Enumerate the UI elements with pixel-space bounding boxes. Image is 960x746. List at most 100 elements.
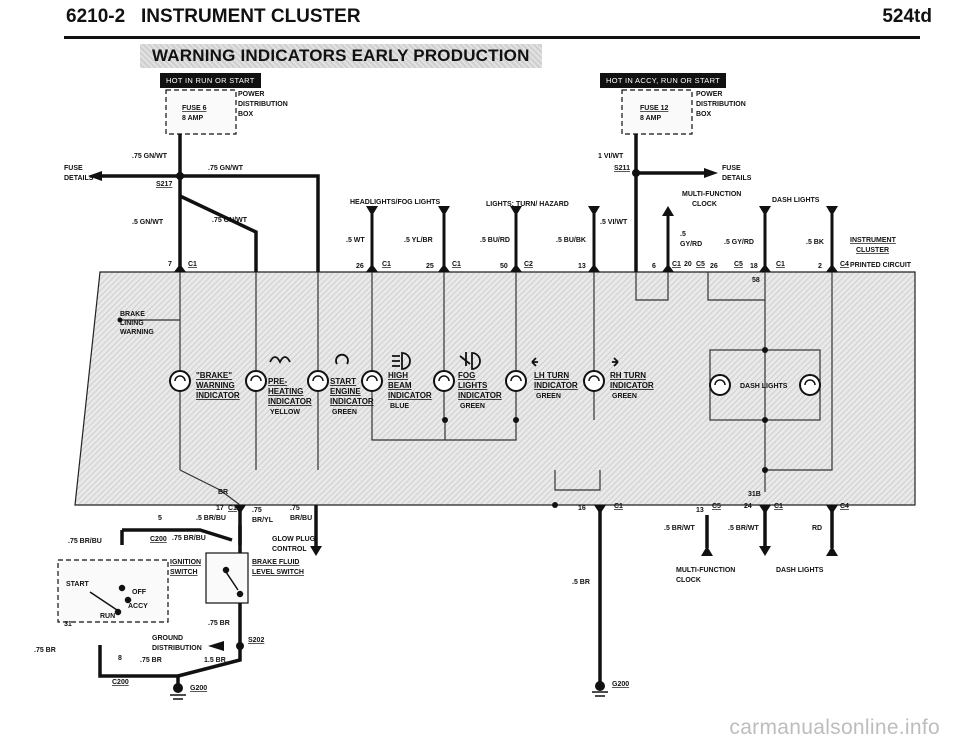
section-number: 6210-2 — [66, 6, 126, 27]
pin-16: 16 — [578, 505, 586, 512]
ign-run: RUN — [100, 613, 115, 620]
rh-turn-color: GREEN — [612, 393, 637, 400]
brake-warn-2: WARNING — [196, 381, 235, 390]
printed-circuit-label: PRINTED CIRCUIT — [850, 262, 912, 269]
ground-dist-2: DISTRIBUTION — [152, 645, 202, 652]
wire-brbu: BR/BU — [290, 515, 312, 522]
ground-dist-1: GROUND — [152, 635, 183, 642]
pin-c5-b: C5 — [734, 261, 743, 268]
dash-lights-label-top: DASH LIGHTS — [772, 197, 820, 204]
lh-turn-1: LH TURN — [534, 371, 569, 380]
fuse-6-label: FUSE 6 — [182, 105, 207, 112]
ign-pin-31: 31 — [64, 621, 72, 628]
splice-s211-label: S211 — [614, 165, 630, 172]
wire-brylw: BR/YL — [252, 517, 274, 524]
glow-plug-2: CONTROL — [272, 546, 307, 553]
ignition-switch-box — [57, 559, 169, 623]
box-label-right: BOX — [696, 111, 712, 118]
pin-18: 18 — [750, 263, 758, 270]
wire-burd: .5 BU/RD — [480, 237, 510, 244]
top-feed-wires — [370, 214, 834, 272]
wire-brwt-1: .5 BR/WT — [664, 525, 695, 532]
wire-brbu-c200: .75 BR/BU — [172, 535, 206, 542]
c200-label: C200 — [150, 536, 167, 543]
wire-br-15: 1.5 BR — [204, 657, 226, 664]
diagram-banner: WARNING INDICATORS EARLY PRODUCTION — [140, 44, 542, 68]
instrument-label: INSTRUMENT — [850, 237, 897, 244]
brake-warn-3: INDICATOR — [196, 391, 240, 400]
fog-lights-1: FOG — [458, 371, 475, 380]
high-beam-symbol-icon — [392, 352, 411, 370]
ignition-2: SWITCH — [170, 569, 198, 576]
wire-gyrd-2: .5 GY/RD — [724, 239, 754, 246]
mfc-label-top-2: CLOCK — [692, 201, 717, 208]
lh-turn-arrow-icon — [531, 357, 538, 367]
rh-turn-arrow-icon — [612, 357, 619, 367]
power-label-left: POWER — [238, 91, 264, 98]
brake-fluid-1: BRAKE FLUID — [252, 559, 299, 566]
bulb-fog-lights — [433, 370, 455, 392]
ground-g200-left-dot — [173, 683, 183, 693]
fog-lights-color: GREEN — [460, 403, 485, 410]
glow-plug-symbol-icon — [269, 356, 291, 365]
indicator-symbols — [269, 352, 619, 370]
trace-nodes — [117, 317, 768, 508]
pin-50: 50 — [500, 263, 508, 270]
bulb-brake-warning — [169, 370, 191, 392]
ignition-switch-contacts — [89, 584, 132, 616]
pin-24-c1: C1 — [774, 503, 783, 510]
brake-fluid-switch-box — [205, 552, 249, 604]
wire-bubk: .5 BU/BK — [556, 237, 586, 244]
ground-g200-right: G200 — [612, 681, 629, 688]
page-title: INSTRUMENT CLUSTER — [141, 6, 361, 27]
brake-lining-1: BRAKE — [120, 311, 145, 318]
header-rule — [64, 36, 920, 39]
high-beam-2: BEAM — [388, 381, 412, 390]
pin-17-c1: C1 — [228, 505, 237, 512]
lh-turn-2: INDICATOR — [534, 381, 578, 390]
rh-turn-2: INDICATOR — [610, 381, 654, 390]
ground-g200-left: G200 — [190, 685, 207, 692]
bulb-preheating — [245, 370, 267, 392]
splice-s217-dot — [176, 172, 184, 180]
pin-8: 8 — [118, 655, 122, 662]
brake-lining-2: LINING — [120, 320, 144, 327]
printed-circuit-board — [74, 271, 916, 506]
wire-br-75-b: .75 BR — [34, 647, 56, 654]
fuse-box-left — [165, 89, 237, 135]
pin-6: 6 — [652, 263, 656, 270]
pin-50-c2: C2 — [524, 261, 533, 268]
mfc-label-top-1: MULTI-FUNCTION — [682, 191, 741, 198]
pin-20: 20 — [684, 261, 692, 268]
fuse-details-left-1: FUSE — [64, 165, 83, 172]
mfc-bottom-2: CLOCK — [676, 577, 701, 584]
fuse-6-amp: 8 AMP — [182, 115, 203, 122]
ground-symbols — [170, 691, 608, 700]
mfc-bottom-1: MULTI-FUNCTION — [676, 567, 735, 574]
pin-26-c1: C1 — [382, 261, 391, 268]
model-label: 524td — [882, 6, 932, 27]
wire-brbu75: .75 BR/BU — [68, 538, 102, 545]
pin-5: 5 — [158, 515, 162, 522]
pin-c1-right: C1 — [672, 261, 681, 268]
pin-2: 2 — [818, 263, 822, 270]
wire-gyrd-a: .5 — [680, 231, 686, 238]
pin-7: 7 — [168, 261, 172, 268]
pin-c5-a: C5 — [696, 261, 705, 268]
wire-gnwt-2: .75 GN/WT — [208, 165, 244, 172]
fuse-details-left-2: DETAILS — [64, 175, 94, 182]
pin-c4-bottom: C4 — [840, 503, 849, 510]
left-power-wires — [100, 134, 320, 272]
wire-bk: .5 BK — [806, 239, 824, 246]
wire-gnwt-3: .5 GN/WT — [132, 219, 164, 226]
wire-rd: RD — [812, 525, 822, 532]
pin-17: 17 — [216, 505, 224, 512]
rh-turn-1: RH TURN — [610, 371, 646, 380]
high-beam-1: HIGH — [388, 371, 408, 380]
box-label-left: BOX — [238, 111, 254, 118]
right-power-wires — [634, 134, 712, 272]
distribution-label-left: DISTRIBUTION — [238, 101, 288, 108]
pin-26b: 26 — [710, 263, 718, 270]
lights-turn-hazard-label: LIGHTS: TURN/ HAZARD — [486, 201, 569, 208]
splice-s202-dot — [236, 642, 244, 650]
